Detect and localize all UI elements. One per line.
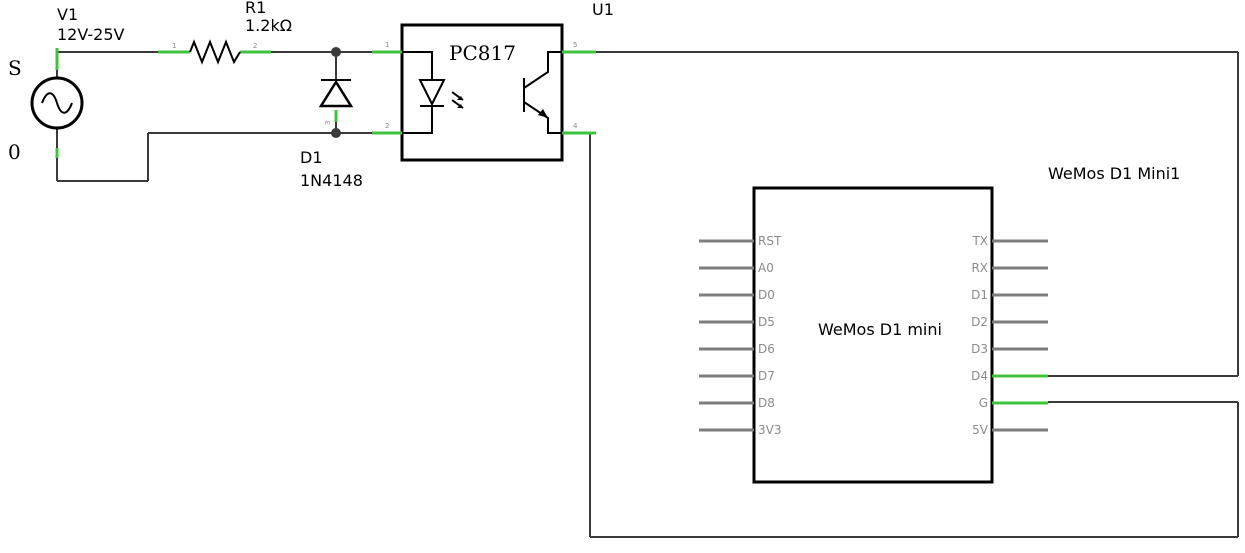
resistor-value: 1.2kΩ <box>245 16 292 35</box>
pin-label-a0: A0 <box>758 261 774 275</box>
diode-name: D1 <box>300 148 323 167</box>
pin-label-d2: D2 <box>971 315 988 329</box>
pin-label-rx: RX <box>971 261 988 275</box>
opto-pin-2: 2 <box>385 122 389 130</box>
diode-pin-3: 3 <box>324 121 332 125</box>
pin-label-3v3: 3V3 <box>758 423 781 437</box>
pin-label-rst: RST <box>758 234 782 248</box>
opto-part: PC817 <box>449 41 516 65</box>
optocoupler[interactable] <box>372 23 596 162</box>
board-label: WeMos D1 mini <box>818 320 942 339</box>
wemos-board[interactable] <box>699 186 1048 484</box>
source-terminal-0: 0 <box>8 140 21 164</box>
resistor-name: R1 <box>245 0 266 17</box>
pin-label-5v: 5V <box>972 423 989 437</box>
pin-label-d0: D0 <box>758 288 775 302</box>
resistor-pin-1: 1 <box>172 42 176 50</box>
phototransistor-icon <box>523 51 562 134</box>
board-name: WeMos D1 Mini1 <box>1048 164 1180 183</box>
diode[interactable] <box>318 79 354 122</box>
pin-label-tx: TX <box>971 234 988 248</box>
pin-label-d7: D7 <box>758 369 775 383</box>
opto-pin-5: 5 <box>573 41 577 49</box>
sine-wave-icon <box>41 92 73 114</box>
opto-pin-1: 1 <box>385 41 389 49</box>
source-terminal-s: S <box>8 56 22 80</box>
opto-name: U1 <box>592 0 614 19</box>
resistor[interactable] <box>158 39 271 65</box>
resistor-pin-2: 2 <box>253 42 257 50</box>
pin-label-d1: D1 <box>971 288 988 302</box>
pin-label-g: G <box>979 396 988 410</box>
voltage-source[interactable] <box>30 48 84 158</box>
junction-dot-bottom <box>331 128 341 138</box>
ac-source-icon <box>30 76 84 130</box>
junction-dot-top <box>331 47 341 57</box>
led-icon <box>402 51 464 134</box>
resistor-icon <box>189 39 241 65</box>
pin-label-d4: D4 <box>971 369 988 383</box>
opto-pin-4: 4 <box>573 122 578 130</box>
wires <box>56 51 1239 538</box>
source-value: 12V-25V <box>57 25 125 44</box>
pin-label-d8: D8 <box>758 396 775 410</box>
pin-label-d6: D6 <box>758 342 775 356</box>
diode-icon <box>318 79 354 108</box>
source-name: V1 <box>57 5 78 24</box>
diode-part: 1N4148 <box>300 171 363 190</box>
pin-label-d3: D3 <box>971 342 988 356</box>
pin-label-d5: D5 <box>758 315 775 329</box>
